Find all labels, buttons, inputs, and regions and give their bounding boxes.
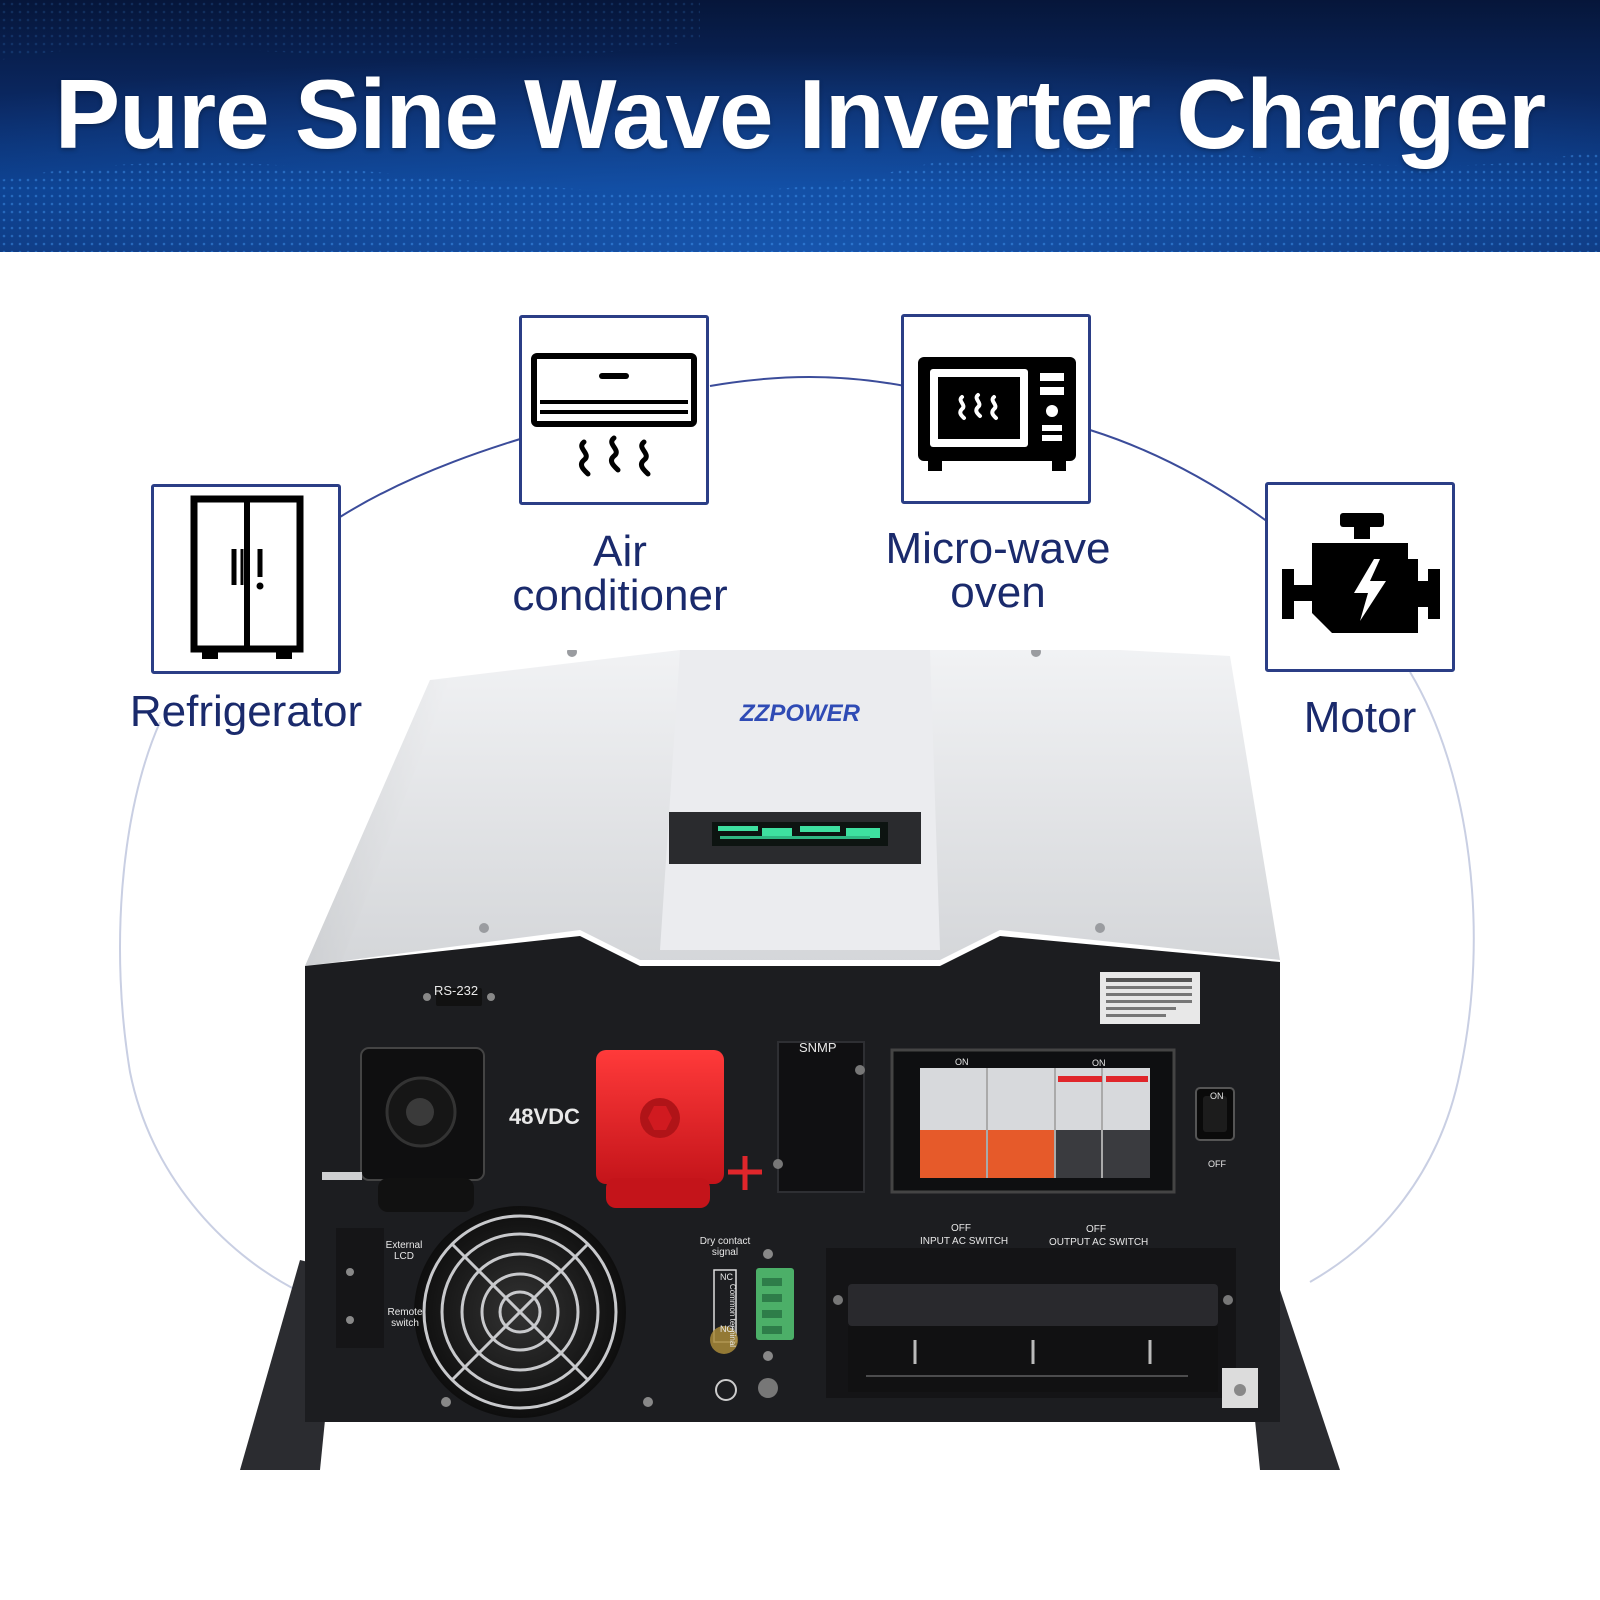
no-label: NO	[720, 1324, 734, 1334]
microwave-oven-label: Micro-wave oven	[848, 527, 1148, 615]
breaker-off-label-2: OFF	[1086, 1224, 1106, 1235]
motor-box	[1265, 482, 1455, 672]
rs232-label: RS-232	[434, 983, 479, 998]
dry-contact-label: Dry contact signal	[699, 1236, 751, 1258]
air-conditioner-label-line2: conditioner	[512, 571, 728, 620]
input-ac-switch-label: INPUT AC SWITCH	[920, 1236, 1009, 1247]
refrigerator-label: Refrigerator	[129, 687, 363, 736]
power-on-label: ON	[1210, 1091, 1224, 1101]
motor-label: Motor	[1303, 693, 1417, 742]
remote-switch-label: Remote switch	[387, 1307, 423, 1329]
breaker-off-label-1: OFF	[951, 1223, 971, 1234]
microwave-oven-label-line1: Micro-wave	[885, 524, 1111, 573]
voltage-label: 48VDC	[509, 1104, 580, 1129]
breaker-on-label-1: ON	[955, 1057, 969, 1067]
air-conditioner-box	[519, 315, 709, 505]
header-banner: Pure Sine Wave Inverter Charger	[0, 0, 1600, 252]
nc-label: NC	[720, 1272, 733, 1282]
connection-arc	[119, 376, 1475, 1293]
refrigerator-box	[151, 484, 341, 674]
brand-logo: ZZPOWER	[740, 700, 860, 727]
motor-icon	[1282, 513, 1440, 633]
microwave-oven-label-line2: oven	[950, 568, 1046, 617]
inverter-charger-photo	[240, 650, 1340, 1470]
banner-dot-pattern	[0, 0, 1600, 252]
external-lcd-label: External LCD	[385, 1240, 423, 1262]
page-title: Pure Sine Wave Inverter Charger	[54, 59, 1546, 169]
output-ac-switch-label: OUTPUT AC SWITCH	[1049, 1237, 1149, 1248]
breaker-on-label-2: ON	[1092, 1058, 1106, 1068]
refrigerator-icon	[190, 495, 304, 659]
microwave-oven-icon	[918, 357, 1076, 471]
air-conditioner-label: Air conditioner	[470, 530, 770, 618]
power-off-label: OFF	[1208, 1159, 1226, 1169]
air-conditioner-icon	[531, 353, 697, 477]
air-conditioner-label-line1: Air	[593, 527, 647, 576]
common-terminal-label: Common terminal	[728, 1283, 738, 1348]
microwave-oven-box	[901, 314, 1091, 504]
snmp-label: SNMP	[799, 1040, 837, 1055]
